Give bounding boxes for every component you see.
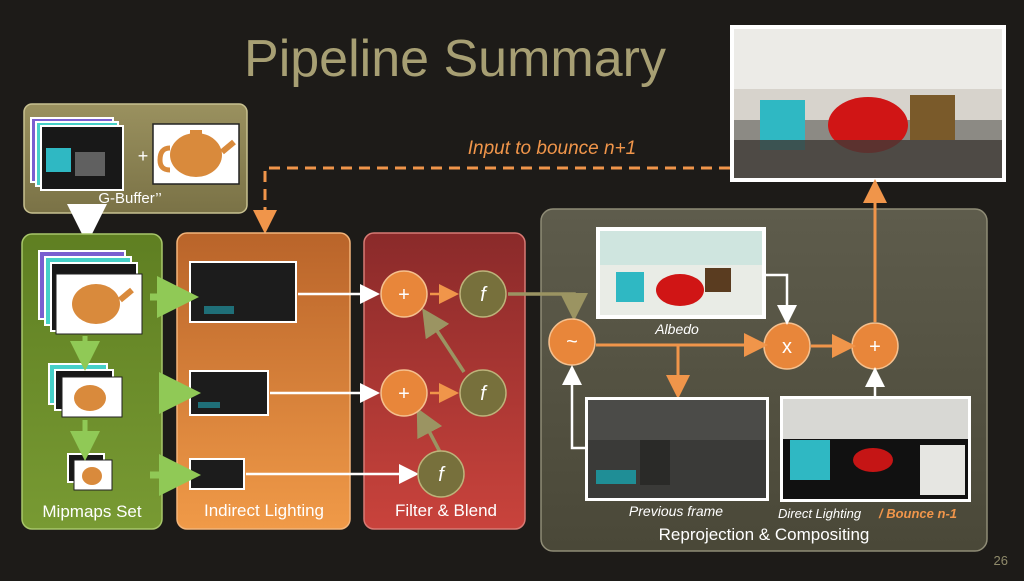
arrow-filter-bottom-to-add-mid: [416, 407, 443, 453]
indirect-image-mid: [189, 370, 269, 416]
gbuffer-label: G-Buffer’’: [98, 190, 161, 207]
add-node-mid: +: [380, 369, 428, 417]
gbuffer-panel: + G-Buffer’’: [23, 103, 248, 214]
mipmap-level-1-image: [48, 363, 123, 418]
svg-text:~: ~: [566, 331, 578, 353]
direct-lighting-image: [780, 396, 971, 502]
gbuffer-stack-image: [30, 117, 124, 191]
slide-title: Pipeline Summary: [244, 30, 666, 88]
multiply-node: x: [763, 322, 811, 370]
add-final-node: +: [851, 322, 899, 370]
indirect-image-bottom: [189, 458, 245, 490]
arrow-filter-mid-to-add-top: [422, 308, 466, 373]
mipmaps-label: Mipmaps Set: [42, 502, 141, 521]
indirect-lighting-label: Indirect Lighting: [204, 501, 324, 520]
bounce-caption: / Bounce n-1: [878, 506, 957, 521]
albedo-caption: Albedo: [654, 321, 699, 337]
filter-node-bottom: f: [417, 450, 465, 498]
previous-frame-image: [585, 397, 769, 501]
svg-text:f: f: [480, 284, 488, 306]
final-render-image: [730, 25, 1006, 182]
gbuffer-plus: +: [138, 146, 149, 166]
albedo-image: [596, 227, 766, 319]
filter-node-top: f: [459, 270, 507, 318]
filter-node-mid: f: [459, 369, 507, 417]
svg-text:f: f: [438, 464, 446, 486]
teapot-voxel-image: [152, 123, 240, 185]
reprojection-label: Reprojection & Compositing: [659, 525, 870, 544]
svg-text:+: +: [398, 383, 410, 405]
filter-blend-label: Filter & Blend: [395, 501, 497, 520]
mipmap-level-0-image: [38, 250, 143, 335]
direct-lighting-caption: Direct Lighting: [778, 506, 862, 521]
arrow-filter-top-to-reproject: [508, 292, 588, 321]
arrow-albedo-to-multiply: [766, 273, 797, 325]
svg-text:+: +: [398, 284, 410, 306]
reproject-node: ~: [548, 318, 596, 366]
input-bounce-label: Input to bounce n+1: [468, 138, 637, 159]
mipmaps-panel: Mipmaps Set: [21, 233, 163, 530]
svg-text:+: +: [869, 336, 881, 358]
previous-frame-caption: Previous frame: [629, 503, 723, 519]
indirect-lighting-panel: Indirect Lighting: [176, 232, 351, 530]
svg-text:x: x: [782, 336, 792, 358]
svg-text:f: f: [480, 383, 488, 405]
page-number: 26: [994, 553, 1008, 568]
arrow-previous-to-reproject: [562, 365, 586, 450]
bounce-feedback-dashed-arrow: [253, 166, 730, 234]
add-node-top: +: [380, 270, 428, 318]
